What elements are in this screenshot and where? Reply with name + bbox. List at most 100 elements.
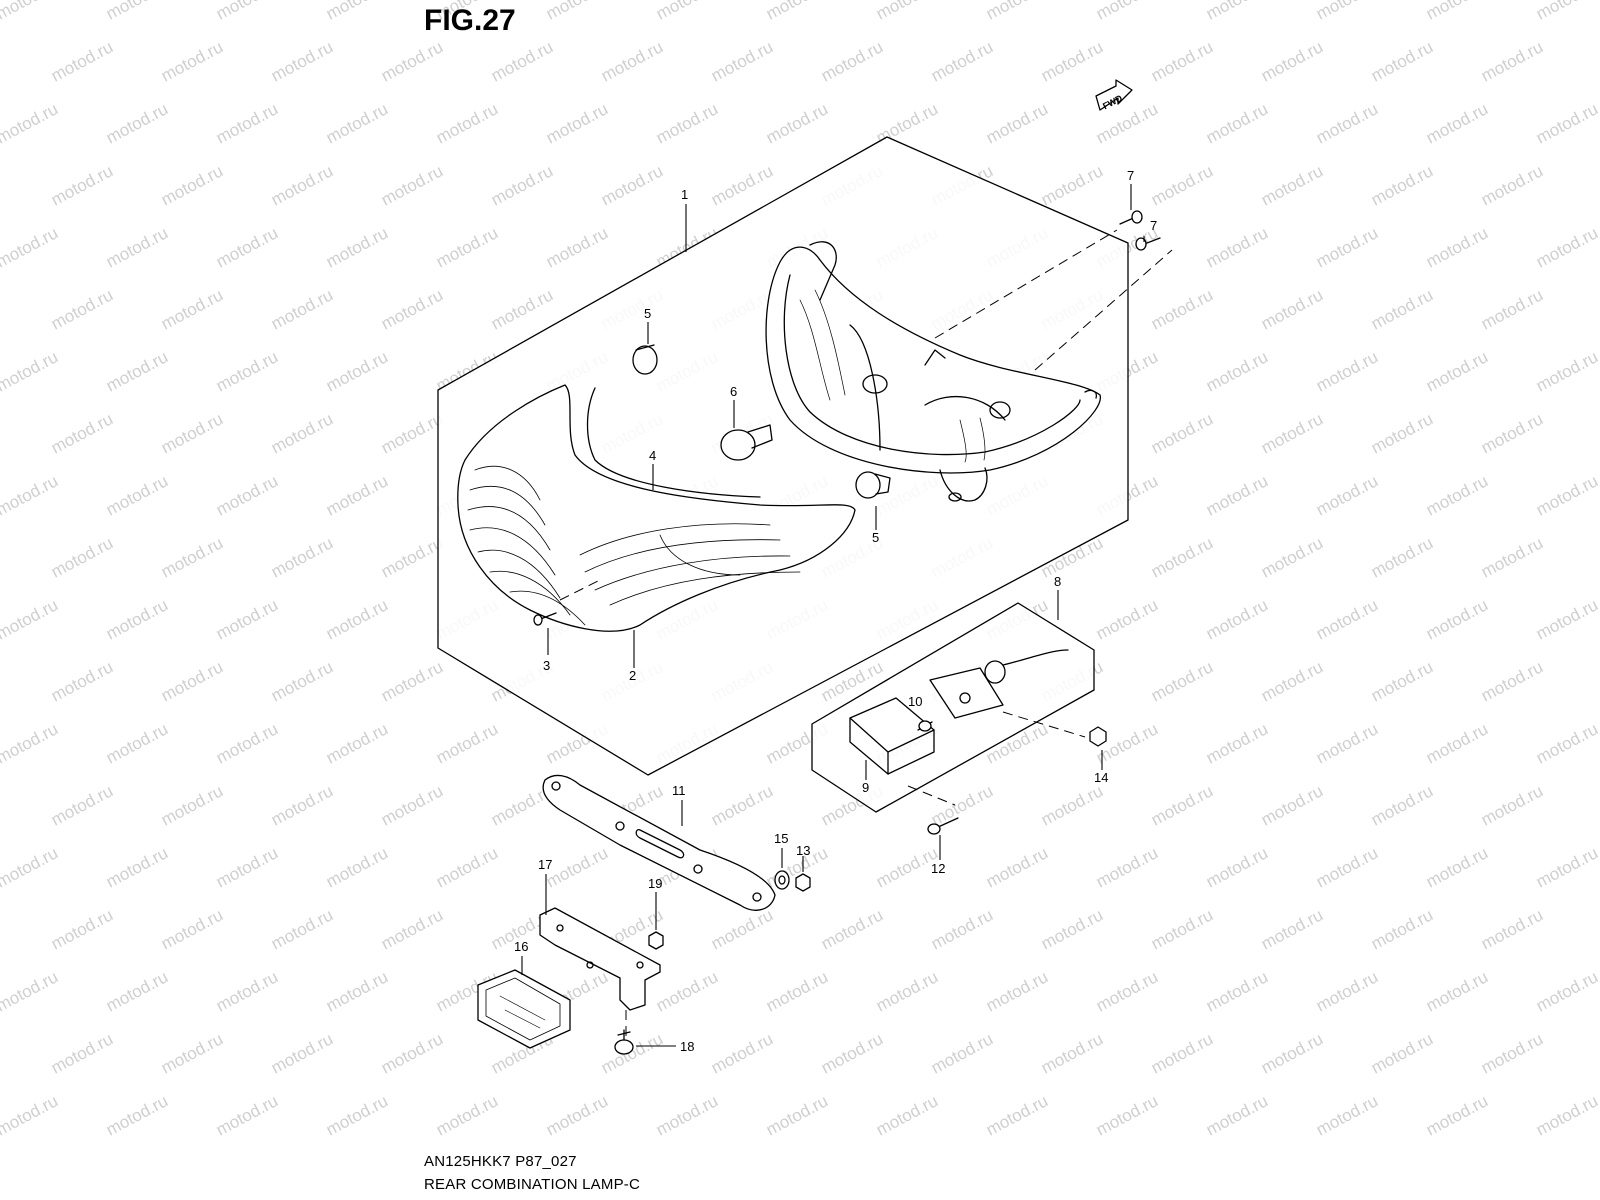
watermark-text: motod.ru <box>323 967 391 1015</box>
watermark-text: motod.ru <box>1423 1091 1491 1139</box>
watermark-text: motod.ru <box>0 0 61 24</box>
watermark-text: motod.ru <box>0 347 61 395</box>
watermark-text: motod.ru <box>103 1091 171 1139</box>
watermark-text: motod.ru <box>268 161 336 209</box>
watermark-text: motod.ru <box>1203 719 1271 767</box>
callouts: 1 5 6 4 5 7 7 3 2 8 10 9 14 11 15 13 12 … <box>514 168 1157 1054</box>
watermark-text: motod.ru <box>1258 1029 1326 1077</box>
watermark-text: motod.ru <box>0 843 61 891</box>
fwd-arrow-icon <box>1095 79 1133 111</box>
callout-15: 15 <box>774 831 788 846</box>
watermark-text: motod.ru <box>158 37 226 85</box>
watermark-text: motod.ru <box>213 1091 281 1139</box>
watermark-text: motod.ru <box>213 99 281 147</box>
watermark-text: motod.ru <box>1148 1029 1216 1077</box>
watermark-text: motod.ru <box>873 0 941 24</box>
watermark-text: motod.ru <box>433 99 501 147</box>
watermark-text: motod.ru <box>983 967 1051 1015</box>
lamp-lens <box>457 384 856 632</box>
watermark-text: motod.ru <box>543 223 611 271</box>
watermark-text: motod.ru <box>1368 781 1436 829</box>
watermark-text: motod.ru <box>1313 1091 1381 1139</box>
watermark-text: motod.ru <box>1203 843 1271 891</box>
watermark-text: motod.ru <box>158 1029 226 1077</box>
watermark-text: motod.ru <box>213 719 281 767</box>
nut-19 <box>648 931 664 950</box>
watermark-text: motod.ru <box>1313 99 1381 147</box>
callout-11: 11 <box>672 783 686 798</box>
callout-7b: 7 <box>1150 218 1157 233</box>
watermark-text: motod.ru <box>158 657 226 705</box>
watermark-text: motod.ru <box>1423 967 1491 1015</box>
screw-3 <box>533 612 557 626</box>
watermark-text: motod.ru <box>1203 471 1271 519</box>
diagram-name: REAR COMBINATION LAMP-C <box>424 1176 641 1193</box>
watermark-text: motod.ru <box>1478 781 1546 829</box>
watermark-text: motod.ru <box>818 1029 886 1077</box>
watermark-text: motod.ru <box>873 967 941 1015</box>
bulb-5-bottom <box>855 471 891 499</box>
watermark-text: motod.ru <box>1533 595 1600 643</box>
watermark-text: motod.ru <box>103 967 171 1015</box>
watermark-text: motod.ru <box>48 409 116 457</box>
model-code: AN125HKK7 P87_027 <box>424 1153 577 1170</box>
watermark-text: motod.ru <box>708 1029 776 1077</box>
bracket-11 <box>542 774 776 911</box>
watermark-text: motod.ru <box>0 471 61 519</box>
watermark-text: motod.ru <box>1148 37 1216 85</box>
watermark-text: motod.ru <box>268 285 336 333</box>
callout-18: 18 <box>680 1039 694 1054</box>
callout-2: 2 <box>629 668 636 683</box>
watermark-text: motod.ru <box>323 223 391 271</box>
watermark-text: motod.ru <box>1203 0 1271 24</box>
watermark-text: motod.ru <box>1368 161 1436 209</box>
watermark-text: motod.ru <box>1038 781 1106 829</box>
watermark-text: motod.ru <box>158 409 226 457</box>
callout-5-top: 5 <box>644 306 651 321</box>
watermark-text: motod.ru <box>653 967 721 1015</box>
watermark-text: motod.ru <box>158 533 226 581</box>
bulb-6 <box>720 424 773 461</box>
watermark-text: motod.ru <box>1423 347 1491 395</box>
watermark-text: motod.ru <box>653 99 721 147</box>
watermark-text: motod.ru <box>1313 595 1381 643</box>
watermark-text: motod.ru <box>268 657 336 705</box>
watermark-text: motod.ru <box>1038 37 1106 85</box>
watermark-text: motod.ru <box>323 595 391 643</box>
watermark-text: motod.ru <box>708 161 776 209</box>
callout-14: 14 <box>1094 770 1108 785</box>
watermark-text: motod.ru <box>1478 1029 1546 1077</box>
watermark-text: motod.ru <box>0 99 61 147</box>
watermark-text: motod.ru <box>1203 595 1271 643</box>
watermark-text: motod.ru <box>1368 1029 1436 1077</box>
watermark-text: motod.ru <box>763 0 831 24</box>
watermark-text: motod.ru <box>763 1091 831 1139</box>
watermark-text: motod.ru <box>213 967 281 1015</box>
watermark-text: motod.ru <box>1423 843 1491 891</box>
watermark-text: motod.ru <box>928 905 996 953</box>
watermark-text: motod.ru <box>1423 0 1491 24</box>
watermark-text: motod.ru <box>268 781 336 829</box>
watermark-text: motod.ru <box>103 223 171 271</box>
watermark-text: motod.ru <box>213 347 281 395</box>
watermark-text: motod.ru <box>378 905 446 953</box>
watermark-text: motod.ru <box>1148 409 1216 457</box>
watermark-text: motod.ru <box>1258 533 1326 581</box>
watermark-text: motod.ru <box>1478 161 1546 209</box>
watermark-text: motod.ru <box>48 37 116 85</box>
watermark-text: motod.ru <box>1478 905 1546 953</box>
watermark-text: motod.ru <box>1038 161 1106 209</box>
watermark-text: motod.ru <box>323 0 391 24</box>
callout-7a: 7 <box>1127 168 1134 183</box>
watermark-text: motod.ru <box>378 285 446 333</box>
bulb-5-top <box>632 344 658 375</box>
watermark-text: motod.ru <box>103 843 171 891</box>
watermark-text: motod.ru <box>1313 0 1381 24</box>
watermark-text: motod.ru <box>158 161 226 209</box>
watermark-text: motod.ru <box>103 719 171 767</box>
watermark-text: motod.ru <box>1478 37 1546 85</box>
watermark-text: motod.ru <box>378 657 446 705</box>
watermark-text: motod.ru <box>543 99 611 147</box>
callout-19: 19 <box>648 876 662 891</box>
watermark-text: motod.ru <box>0 967 61 1015</box>
